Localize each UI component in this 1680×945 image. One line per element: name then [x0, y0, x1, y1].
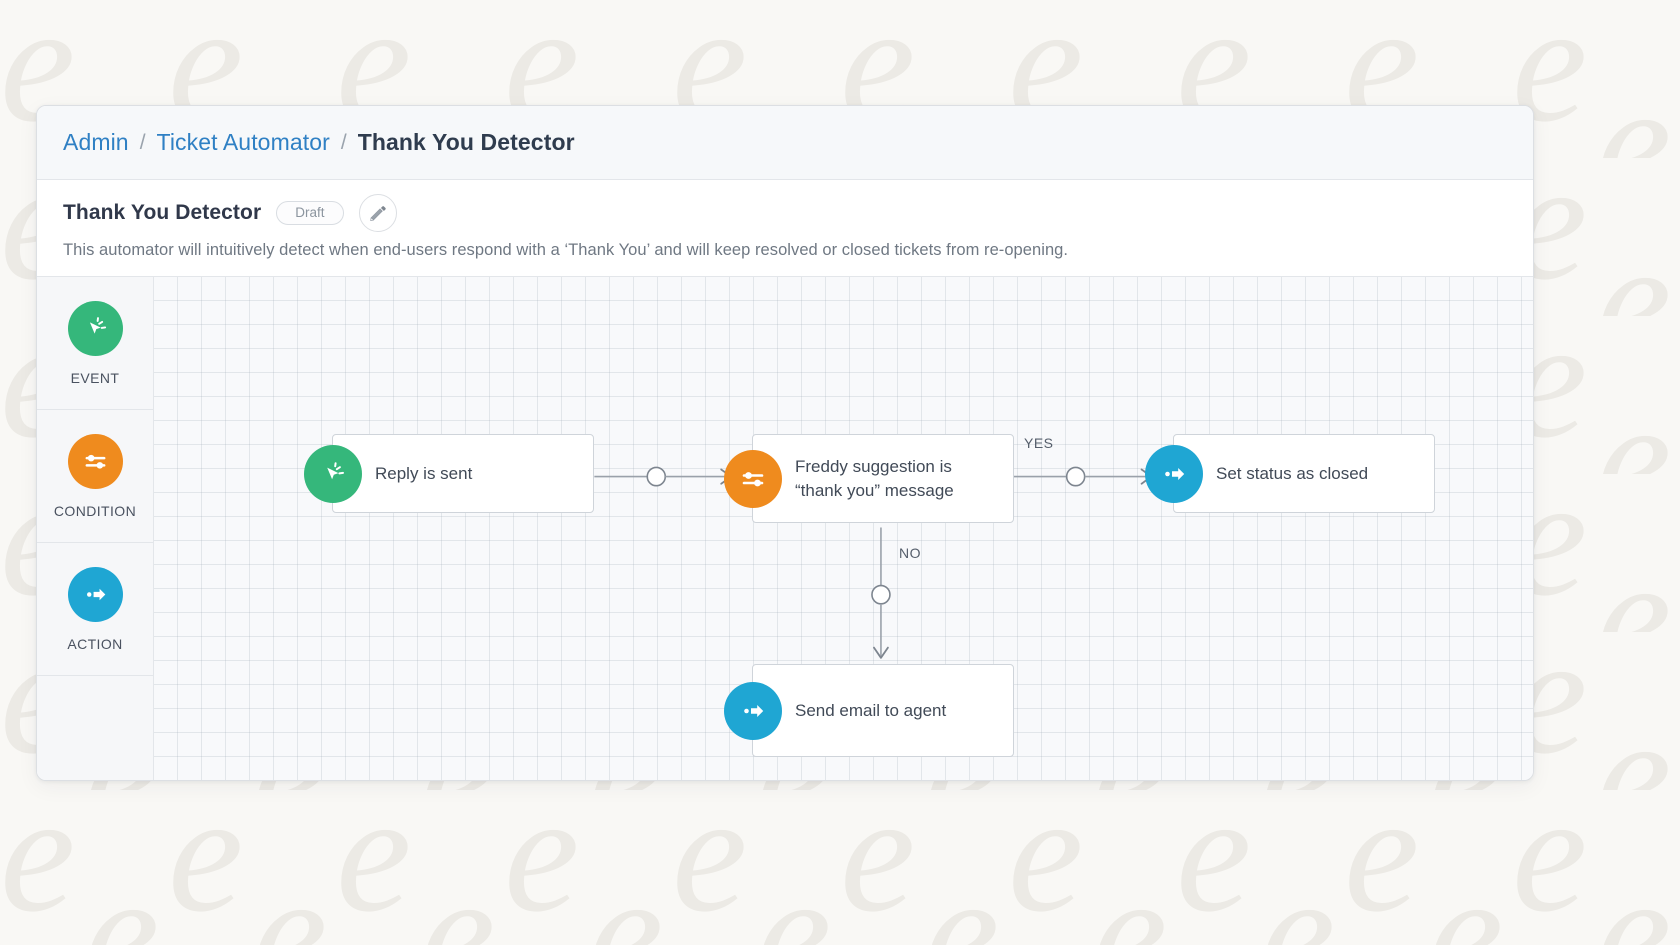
arrow-right-circle-icon	[1145, 444, 1203, 503]
flow-node-event[interactable]: Reply is sent	[304, 434, 594, 513]
automator-header: Thank You Detector Draft This automator …	[37, 180, 1533, 277]
flow-node-label: Freddy suggestion is “thank you” message	[795, 457, 954, 500]
breadcrumb-separator: /	[340, 130, 347, 154]
palette-label-event: EVENT	[70, 369, 120, 386]
flow-node-action-yes[interactable]: Set status as closed	[1145, 434, 1435, 513]
palette-item-action[interactable]: ACTION	[37, 543, 153, 676]
palette-item-event[interactable]: EVENT	[37, 277, 153, 410]
flow-node-label: Send email to agent	[795, 700, 947, 720]
automator-description: This automator will intuitively detect w…	[63, 241, 1069, 259]
palette-label-action: ACTION	[67, 635, 123, 652]
flow-canvas[interactable]: Reply is sent Freddy suggestion is “than…	[154, 277, 1533, 780]
flow-node-condition[interactable]: Freddy suggestion is “thank you” message	[724, 434, 1014, 523]
edit-button[interactable]	[358, 194, 397, 232]
page-title: Thank You Detector	[63, 201, 262, 224]
palette-label-condition: CONDITION	[53, 502, 137, 519]
breadcrumb: Admin / Ticket Automator / Thank You Det…	[37, 106, 1533, 180]
edge-label-yes: YES	[1024, 435, 1054, 451]
sliders-icon	[67, 433, 123, 489]
automator-body: EVENT CONDITION	[37, 277, 1533, 780]
cursor-click-icon	[304, 444, 362, 503]
edge-label-no: NO	[899, 545, 921, 561]
automator-card: Admin / Ticket Automator / Thank You Det…	[36, 105, 1534, 781]
breadcrumb-item-current: Thank You Detector	[357, 129, 575, 155]
sliders-icon	[724, 449, 782, 508]
palette-item-condition[interactable]: CONDITION	[37, 410, 153, 543]
flow-edges	[594, 466, 1153, 659]
pencil-icon	[370, 205, 386, 221]
breadcrumb-item-ticket-automator[interactable]: Ticket Automator	[156, 129, 330, 155]
flow-node-label: Set status as closed	[1216, 463, 1369, 483]
flow-diagram: Reply is sent Freddy suggestion is “than…	[154, 277, 1533, 780]
flow-node-label: Reply is sent	[375, 463, 473, 483]
palette-empty-slot	[37, 676, 153, 780]
cursor-click-icon	[67, 300, 123, 356]
node-palette: EVENT CONDITION	[37, 277, 154, 780]
title-row: Thank You Detector Draft	[63, 194, 1507, 232]
flow-node-action-no[interactable]: Send email to agent	[724, 664, 1014, 757]
breadcrumb-item-admin[interactable]: Admin	[63, 129, 129, 155]
arrow-right-circle-icon	[67, 566, 123, 622]
breadcrumb-separator: /	[139, 130, 146, 154]
status-badge: Draft	[276, 200, 344, 226]
arrow-right-circle-icon	[724, 681, 782, 740]
